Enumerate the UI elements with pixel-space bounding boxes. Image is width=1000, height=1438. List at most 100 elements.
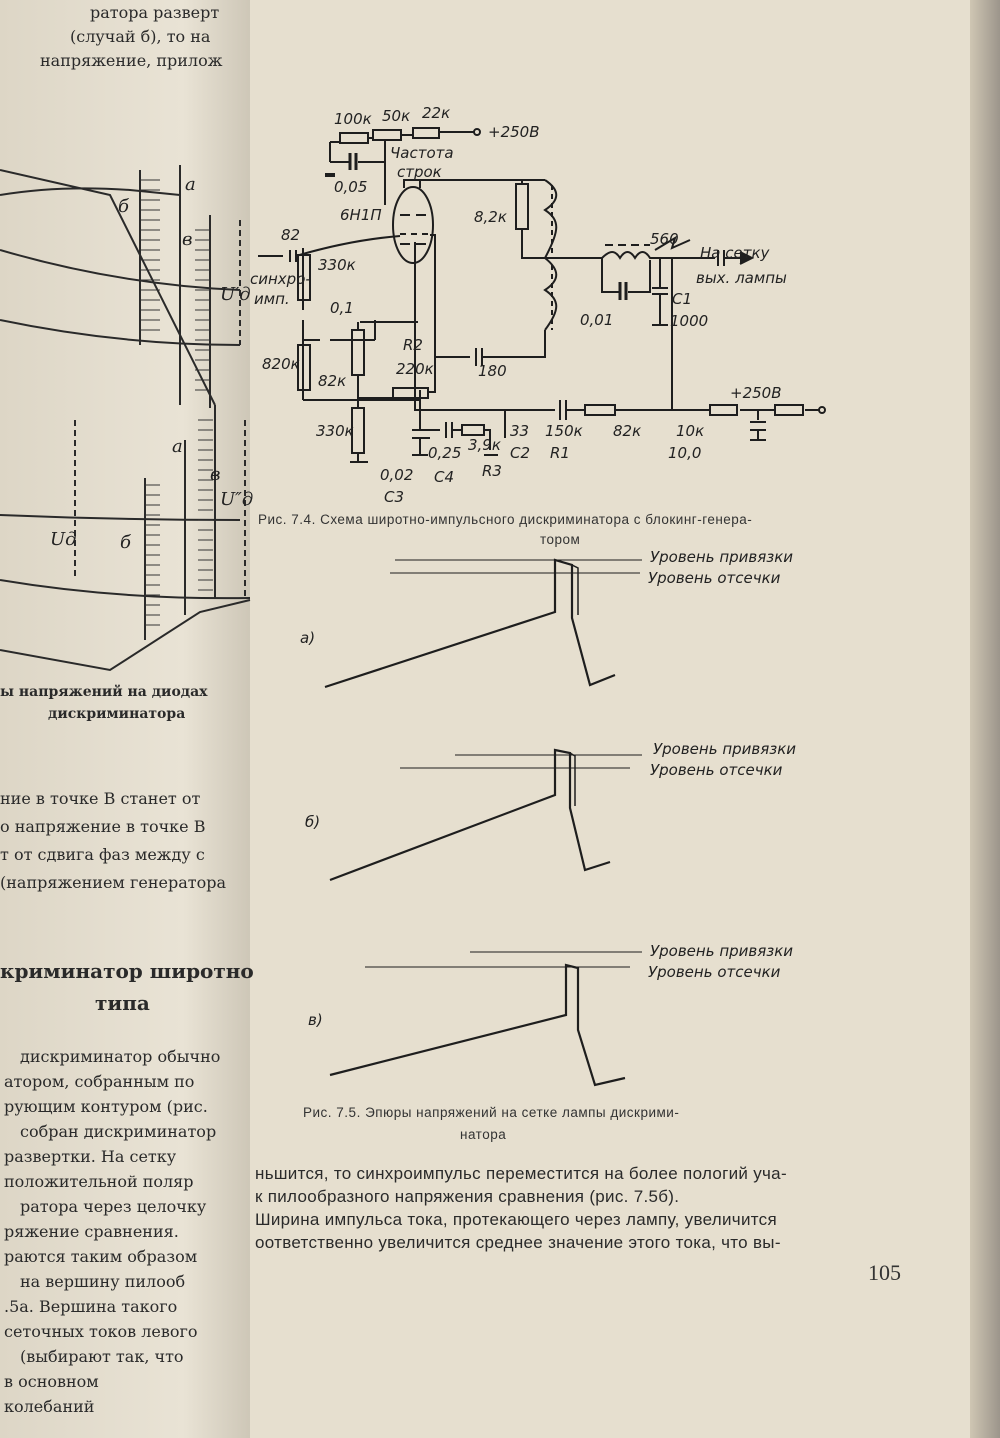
label: 82к <box>613 422 641 440</box>
left-paragraph-line: на вершину пилооб <box>20 1272 186 1291</box>
left-paragraph-line: развертки. На сетку <box>4 1147 177 1166</box>
label: 560 <box>650 230 679 248</box>
section-heading: криминатор широтно <box>0 959 254 983</box>
left-paragraph-line: о напряжение в точке В <box>0 817 206 836</box>
section-heading: типа <box>95 991 150 1015</box>
left-paragraph-line: положительной поляр <box>4 1172 194 1191</box>
label: 22к <box>422 104 450 122</box>
left-paragraph-line: колебаний <box>4 1397 95 1416</box>
left-paragraph-line: ратора через целочку <box>20 1197 207 1216</box>
left-caption: ы напряжений на диодах <box>0 684 208 700</box>
left-page <box>0 0 262 1438</box>
fig-label: б <box>120 532 132 553</box>
text-line: Ширина импульса тока, протекающего через… <box>255 1210 777 1229</box>
left-paragraph-line: дискриминатор обычно <box>20 1047 221 1066</box>
left-paragraph-line: собран дискриминатор <box>20 1122 217 1141</box>
level-cutoff-label: Уровень отсечки <box>650 761 783 779</box>
fig-label: U′д <box>220 284 251 305</box>
left-paragraph-line: ние в точке В станет от <box>0 789 201 808</box>
waveform-c <box>329 951 642 1087</box>
left-paragraph-line: рующим контуром (рис. <box>4 1097 208 1116</box>
page-number: 105 <box>868 1260 901 1285</box>
label: C2 <box>510 444 530 462</box>
label: R3 <box>482 462 502 480</box>
left-paragraph-line: в основном <box>4 1372 99 1391</box>
figure-caption-7-4-cont: тором <box>540 532 581 547</box>
label: 3,9к <box>468 436 501 454</box>
label: C4 <box>434 468 454 486</box>
left-top-line: (случай б), то на <box>70 27 211 46</box>
level-clamp-label: Уровень привязки <box>650 942 793 960</box>
label: 820к <box>262 355 300 373</box>
label: 180 <box>478 362 507 380</box>
fig-label: а <box>172 436 183 457</box>
body-text: ньшится, то синхроимпульс переместится н… <box>255 1162 895 1254</box>
level-cutoff-label: Уровень отсечки <box>648 569 781 587</box>
left-paragraph-line: .5а. Вершина такого <box>4 1297 178 1316</box>
text-line: ньшится, то синхроимпульс переместится н… <box>255 1164 787 1183</box>
left-caption: дискриминатора <box>48 706 186 722</box>
text-line: оответственно увеличится среднее значени… <box>255 1233 781 1252</box>
label: 0,25 <box>428 444 461 462</box>
panel-label-a: а) <box>300 629 315 647</box>
left-paragraph-line: раются таким образом <box>4 1247 198 1266</box>
label: Частота <box>390 144 454 162</box>
label: 0,05 <box>334 178 367 196</box>
label: имп. <box>254 290 290 308</box>
label: 82 <box>281 226 300 244</box>
label: 50к <box>382 107 410 125</box>
label: 82к <box>318 372 346 390</box>
label: На сетку <box>700 244 771 262</box>
left-paragraph-line: т от сдвига фаз между с <box>0 845 205 864</box>
fig-label: U″д <box>220 489 253 510</box>
label: C1 <box>672 290 692 308</box>
label: 0,1 <box>330 299 354 317</box>
fig-label: в <box>182 229 192 250</box>
left-paragraph-line: сеточных токов левого <box>4 1322 198 1341</box>
left-paragraph-line: (выбирают так, что <box>20 1347 184 1366</box>
level-clamp-label: Уровень привязки <box>653 740 796 758</box>
fig-label: б <box>118 196 130 217</box>
fig-label: Uд <box>50 529 77 550</box>
waveform-a <box>324 558 642 689</box>
left-paragraph-line: ́(напряжением генератора <box>0 873 226 892</box>
level-clamp-label: Уровень привязки <box>650 548 793 566</box>
label: R1 <box>550 444 570 462</box>
fig-label: а <box>185 174 196 195</box>
label: строк <box>397 163 442 181</box>
panel-label-b: б) <box>305 813 320 831</box>
label: 330к <box>318 256 356 274</box>
label: 220к <box>396 360 434 378</box>
label: 6Н1П <box>340 206 382 224</box>
left-paragraph-line: ряжение сравнения. <box>4 1222 179 1241</box>
label: синхро- <box>250 270 311 288</box>
label: +250В <box>488 123 540 141</box>
label: вых. лампы <box>696 269 787 287</box>
label: C3 <box>384 488 404 506</box>
label: 100к <box>334 110 372 128</box>
left-top-line: ратора разверт <box>90 3 220 22</box>
label: +250В <box>730 384 782 402</box>
label: 33 <box>510 422 529 440</box>
label: 10,0 <box>668 444 701 462</box>
figure-caption-7-5-cont: натора <box>460 1127 507 1142</box>
left-paragraph-line: атором, собранным по <box>4 1072 195 1091</box>
label: 150к <box>545 422 583 440</box>
label: 330к <box>316 422 354 440</box>
left-top-line: напряжение, прилож <box>40 51 223 70</box>
level-cutoff-label: Уровень отсечки <box>648 963 781 981</box>
label: 1000 <box>670 312 708 330</box>
label: R2 <box>403 336 423 354</box>
label: 0,02 <box>380 466 413 484</box>
page-edges <box>970 0 1000 1438</box>
label: 0,01 <box>580 311 613 329</box>
label: 10к <box>676 422 704 440</box>
waveform-b <box>329 748 642 882</box>
text-line: к пилообразного напряжения сравнения (ри… <box>255 1187 680 1206</box>
figure-caption-7-5: Рис. 7.5. Эпюры напряжений на сетке ламп… <box>303 1105 680 1120</box>
figure-caption-7-4: Рис. 7.4. Схема широтно-импульсного диск… <box>258 512 753 527</box>
fig-label: в <box>210 464 220 485</box>
panel-label-c: в) <box>308 1011 323 1029</box>
